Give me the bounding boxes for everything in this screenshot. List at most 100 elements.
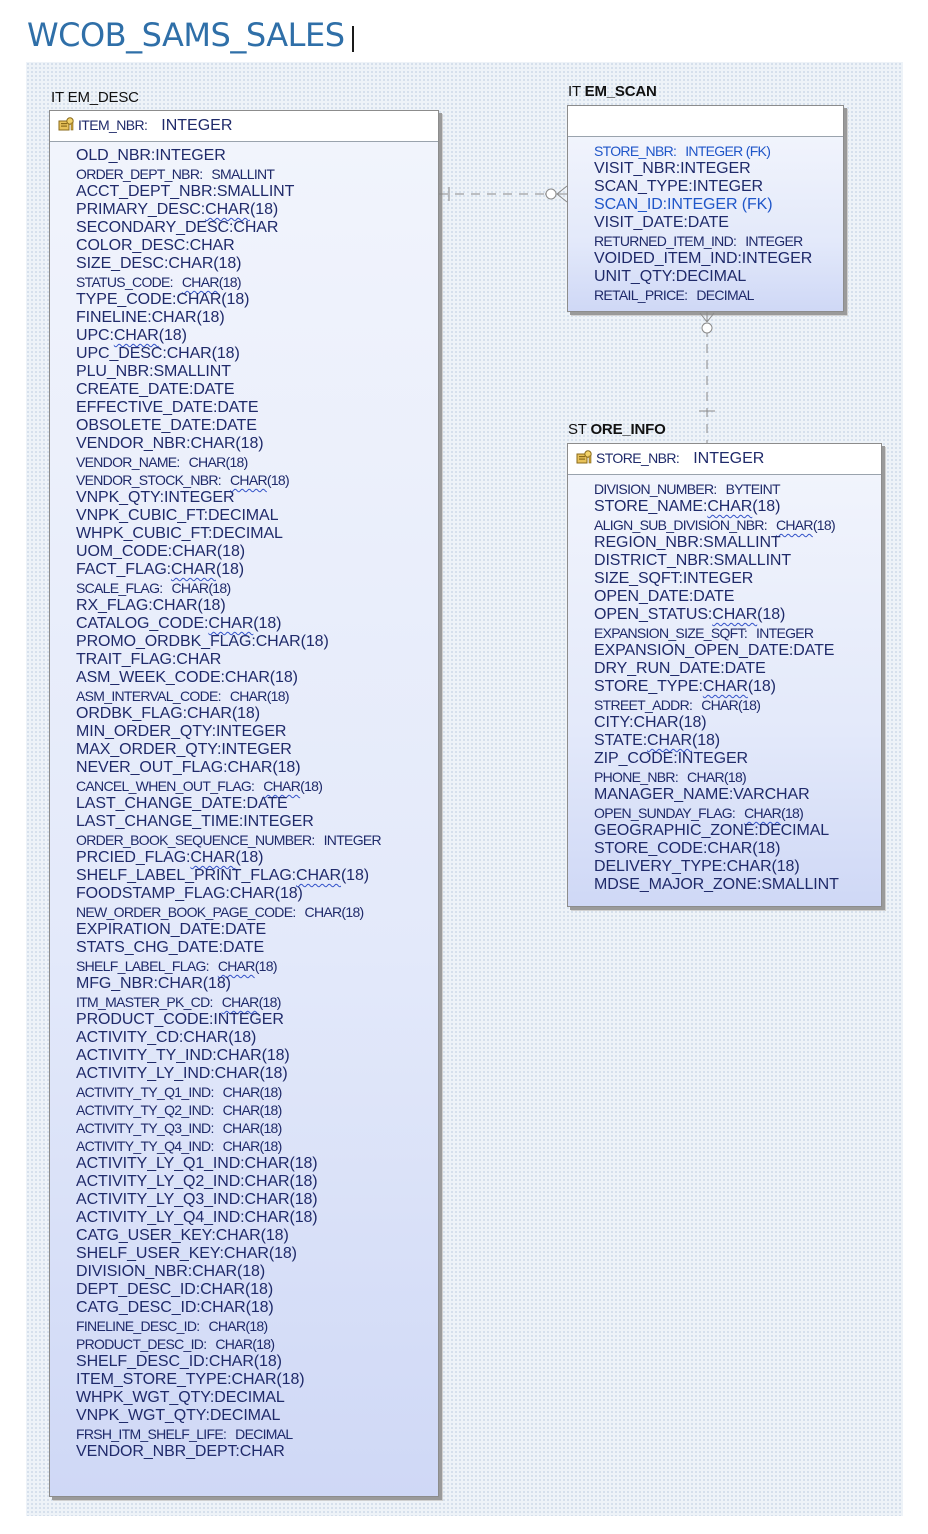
attribute-row[interactable]: OLD_NBR:INTEGER (76, 147, 381, 165)
attribute-row[interactable]: DIVISION_NBR:CHAR(18) (76, 1263, 381, 1281)
attribute-row[interactable]: PRIMARY_DESC:CHAR(18) (76, 201, 381, 219)
attribute-row[interactable]: EFFECTIVE_DATE:DATE (76, 399, 381, 417)
attribute-row[interactable]: EXPANSION_OPEN_DATE:DATE (594, 642, 839, 660)
attribute-row[interactable]: ACTIVITY_LY_Q2_IND:CHAR(18) (76, 1173, 381, 1191)
attribute-row[interactable]: REGION_NBR:SMALLINT (594, 534, 839, 552)
attribute-row[interactable]: ASM_INTERVAL_CODE:CHAR(18) (76, 687, 381, 705)
attribute-row[interactable]: VOIDED_ITEM_IND:INTEGER (594, 250, 812, 268)
attribute-row[interactable]: PRCIED_FLAG:CHAR(18) (76, 849, 381, 867)
attribute-row[interactable]: NEW_ORDER_BOOK_PAGE_CODE:CHAR(18) (76, 903, 381, 921)
attribute-row[interactable]: RETURNED_ITEM_IND:INTEGER (594, 232, 812, 250)
attribute-row[interactable]: SIZE_DESC:CHAR(18) (76, 255, 381, 273)
attribute-row[interactable]: PRODUCT_DESC_ID:CHAR(18) (76, 1335, 381, 1353)
attribute-row[interactable]: STORE_NBR:INTEGER (FK) (594, 142, 812, 160)
attribute-row[interactable]: VNPK_WGT_QTY:DECIMAL (76, 1407, 381, 1425)
attribute-row[interactable]: ASM_WEEK_CODE:CHAR(18) (76, 669, 381, 687)
attribute-row[interactable]: STATS_CHG_DATE:DATE (76, 939, 381, 957)
attribute-row[interactable]: CREATE_DATE:DATE (76, 381, 381, 399)
attribute-row[interactable]: MFG_NBR:CHAR(18) (76, 975, 381, 993)
attribute-row[interactable]: UOM_CODE:CHAR(18) (76, 543, 381, 561)
attribute-row[interactable]: OPEN_STATUS:CHAR(18) (594, 606, 839, 624)
attribute-row[interactable]: STORE_NAME:CHAR(18) (594, 498, 839, 516)
attribute-row[interactable]: STORE_TYPE:CHAR(18) (594, 678, 839, 696)
attribute-row[interactable]: FRSH_ITM_SHELF_LIFE:DECIMAL (76, 1425, 381, 1443)
attribute-row[interactable]: ACCT_DEPT_NBR:SMALLINT (76, 183, 381, 201)
attribute-row[interactable]: COLOR_DESC:CHAR (76, 237, 381, 255)
attribute-row[interactable]: FINELINE:CHAR(18) (76, 309, 381, 327)
attribute-row[interactable]: ORDBK_FLAG:CHAR(18) (76, 705, 381, 723)
attribute-row[interactable]: ITM_MASTER_PK_CD:CHAR(18) (76, 993, 381, 1011)
attribute-row[interactable]: STATUS_CODE:CHAR(18) (76, 273, 381, 291)
attribute-row[interactable]: ORDER_DEPT_NBR:SMALLINT (76, 165, 381, 183)
attribute-row[interactable]: ACTIVITY_TY_Q3_IND:CHAR(18) (76, 1119, 381, 1137)
attribute-row[interactable]: GEOGRAPHIC_ZONE:DECIMAL (594, 822, 839, 840)
attribute-row[interactable]: DELIVERY_TYPE:CHAR(18) (594, 858, 839, 876)
attribute-row[interactable]: SIZE_SQFT:INTEGER (594, 570, 839, 588)
attribute-row[interactable]: FACT_FLAG:CHAR(18) (76, 561, 381, 579)
pk-row[interactable]: STORE_NBR:INTEGER (576, 449, 764, 468)
attribute-row[interactable]: MAX_ORDER_QTY:INTEGER (76, 741, 381, 759)
attribute-row[interactable]: SHELF_LABEL_PRINT_FLAG:CHAR(18) (76, 867, 381, 885)
attribute-row[interactable]: ALIGN_SUB_DIVISION_NBR:CHAR(18) (594, 516, 839, 534)
attribute-row[interactable]: PHONE_NBR:CHAR(18) (594, 768, 839, 786)
attribute-row[interactable]: CANCEL_WHEN_OUT_FLAG:CHAR(18) (76, 777, 381, 795)
attribute-row[interactable]: DEPT_DESC_ID:CHAR(18) (76, 1281, 381, 1299)
attribute-row[interactable]: ACTIVITY_LY_Q3_IND:CHAR(18) (76, 1191, 381, 1209)
attribute-row[interactable]: CITY:CHAR(18) (594, 714, 839, 732)
attribute-row[interactable]: OPEN_SUNDAY_FLAG:CHAR(18) (594, 804, 839, 822)
attribute-row[interactable]: RX_FLAG:CHAR(18) (76, 597, 381, 615)
attribute-row[interactable]: DRY_RUN_DATE:DATE (594, 660, 839, 678)
attribute-row[interactable]: RETAIL_PRICE:DECIMAL (594, 286, 812, 304)
attribute-row[interactable]: SHELF_LABEL_FLAG:CHAR(18) (76, 957, 381, 975)
attribute-row[interactable]: ACTIVITY_TY_Q1_IND:CHAR(18) (76, 1083, 381, 1101)
attribute-row[interactable]: STORE_CODE:CHAR(18) (594, 840, 839, 858)
attribute-row[interactable]: ACTIVITY_LY_IND:CHAR(18) (76, 1065, 381, 1083)
attribute-row[interactable]: WHPK_WGT_QTY:DECIMAL (76, 1389, 381, 1407)
attribute-row[interactable]: SCAN_TYPE:INTEGER (594, 178, 812, 196)
attribute-row[interactable]: UNIT_QTY:DECIMAL (594, 268, 812, 286)
relationship-item-desc-item-scan[interactable] (439, 185, 568, 203)
relationship-store-info-item-scan[interactable] (699, 312, 715, 443)
attribute-row[interactable]: ACTIVITY_LY_Q1_IND:CHAR(18) (76, 1155, 381, 1173)
attribute-row[interactable]: VENDOR_STOCK_NBR:CHAR(18) (76, 471, 381, 489)
attribute-row[interactable]: SCALE_FLAG:CHAR(18) (76, 579, 381, 597)
attribute-row[interactable]: WHPK_CUBIC_FT:DECIMAL (76, 525, 381, 543)
attribute-row[interactable]: SECONDARY_DESC:CHAR (76, 219, 381, 237)
attribute-row[interactable]: VISIT_NBR:INTEGER (594, 160, 812, 178)
attribute-row[interactable]: LAST_CHANGE_DATE:DATE (76, 795, 381, 813)
attribute-row[interactable]: FOODSTAMP_FLAG:CHAR(18) (76, 885, 381, 903)
entity-store-info[interactable]: STORE_NBR:INTEGER DIVISION_NUMBER:BYTEIN… (567, 443, 882, 907)
attribute-row[interactable]: STATE:CHAR(18) (594, 732, 839, 750)
attribute-row[interactable]: ACTIVITY_TY_IND:CHAR(18) (76, 1047, 381, 1065)
attribute-row[interactable]: ZIP_CODE:INTEGER (594, 750, 839, 768)
attribute-row[interactable]: CATG_DESC_ID:CHAR(18) (76, 1299, 381, 1317)
attribute-row[interactable]: TRAIT_FLAG:CHAR (76, 651, 381, 669)
attribute-row[interactable]: EXPANSION_SIZE_SQFT:INTEGER (594, 624, 839, 642)
attribute-row[interactable]: TYPE_CODE:CHAR(18) (76, 291, 381, 309)
attribute-row[interactable]: SHELF_USER_KEY:CHAR(18) (76, 1245, 381, 1263)
attribute-row[interactable]: FINELINE_DESC_ID:CHAR(18) (76, 1317, 381, 1335)
attribute-row[interactable]: SHELF_DESC_ID:CHAR(18) (76, 1353, 381, 1371)
attribute-row[interactable]: VENDOR_NBR_DEPT:CHAR (76, 1443, 381, 1461)
attribute-row[interactable]: ORDER_BOOK_SEQUENCE_NUMBER:INTEGER (76, 831, 382, 849)
attribute-row[interactable]: DISTRICT_NBR:SMALLINT (594, 552, 839, 570)
attribute-row[interactable]: PLU_NBR:SMALLINT (76, 363, 381, 381)
attribute-row[interactable]: UPC_DESC:CHAR(18) (76, 345, 381, 363)
attribute-row[interactable]: STREET_ADDR:CHAR(18) (594, 696, 839, 714)
attribute-row[interactable]: UPC:CHAR(18) (76, 327, 381, 345)
attribute-row[interactable]: ACTIVITY_LY_Q4_IND:CHAR(18) (76, 1209, 381, 1227)
attribute-row[interactable]: EXPIRATION_DATE:DATE (76, 921, 381, 939)
attribute-row[interactable]: SCAN_ID:INTEGER (FK) (594, 196, 812, 214)
pk-row[interactable]: ITEM_NBR:INTEGER (58, 116, 232, 135)
attribute-row[interactable]: ACTIVITY_CD:CHAR(18) (76, 1029, 381, 1047)
attribute-row[interactable]: CATALOG_CODE:CHAR(18) (76, 615, 381, 633)
attribute-row[interactable]: MDSE_MAJOR_ZONE:SMALLINT (594, 876, 839, 894)
attribute-row[interactable]: VNPK_QTY:INTEGER (76, 489, 381, 507)
attribute-row[interactable]: CATG_USER_KEY:CHAR(18) (76, 1227, 381, 1245)
attribute-row[interactable]: DIVISION_NUMBER:BYTEINT (594, 480, 839, 498)
attribute-row[interactable]: PROMO_ORDBK_FLAG:CHAR(18) (76, 633, 381, 651)
attribute-row[interactable]: MANAGER_NAME:VARCHAR (594, 786, 839, 804)
attribute-row[interactable]: ITEM_STORE_TYPE:CHAR(18) (76, 1371, 381, 1389)
